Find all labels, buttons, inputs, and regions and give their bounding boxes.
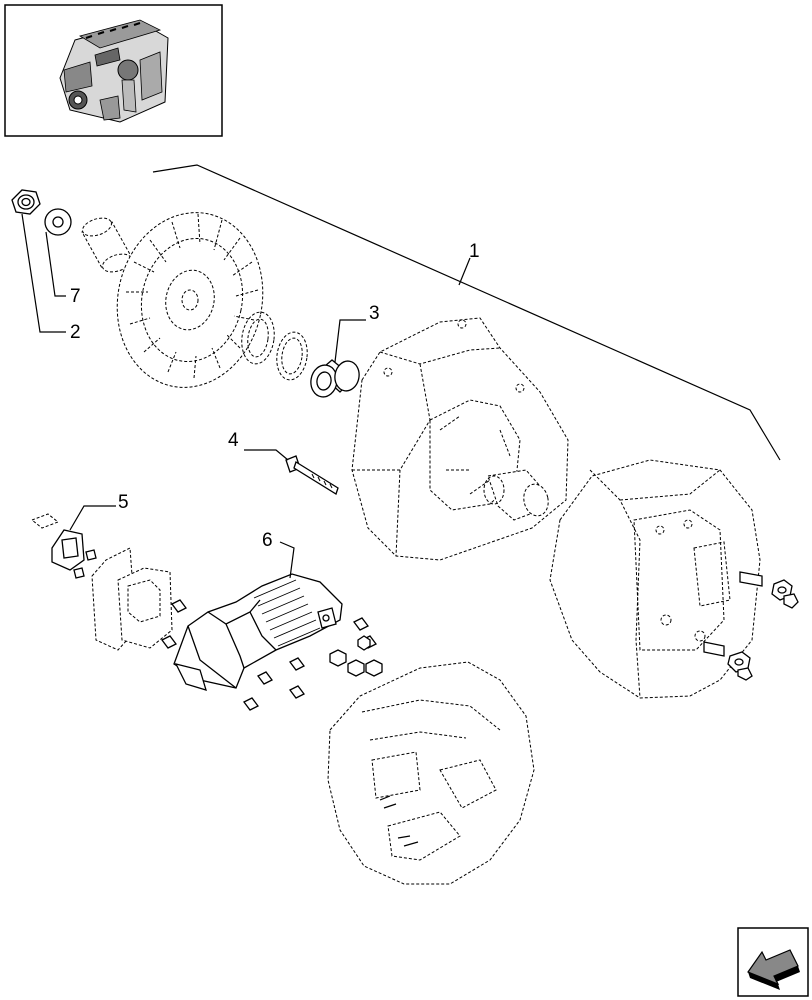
engine-icon (59, 19, 169, 123)
bearing-part[interactable] (308, 359, 361, 399)
ring-part-a[interactable] (239, 310, 278, 366)
shroud-part[interactable] (327, 661, 535, 885)
callout-2: 2 (70, 322, 81, 343)
callout-5: 5 (118, 492, 129, 513)
callout-6: 6 (262, 530, 273, 551)
leader-7 (45, 231, 66, 297)
leader-2 (21, 213, 66, 333)
leader-4 (244, 449, 289, 461)
arrow-back-icon (747, 949, 800, 990)
ring-part-b[interactable] (274, 330, 310, 382)
navigation-button[interactable] (737, 927, 809, 997)
rear-housing-part[interactable] (549, 459, 763, 699)
leader-1-callout (458, 257, 471, 286)
brush-holder-part[interactable] (31, 513, 97, 579)
callout-1: 1 (469, 241, 480, 262)
regulator-nuts[interactable] (329, 635, 383, 677)
callout-7: 7 (70, 286, 81, 307)
leader-6 (279, 541, 295, 579)
cover-plate-part[interactable] (91, 547, 173, 651)
regulator-screws[interactable] (161, 599, 377, 711)
nut-part[interactable] (11, 189, 41, 215)
leader-1 (152, 164, 781, 461)
front-housing-part[interactable] (351, 317, 569, 561)
engine-thumbnail[interactable] (4, 4, 223, 137)
callout-3: 3 (369, 303, 380, 324)
bolt-part[interactable] (285, 455, 339, 495)
callout-4: 4 (228, 430, 239, 451)
regulator-part[interactable] (173, 573, 343, 691)
washer-part[interactable] (44, 208, 72, 236)
terminal-nuts[interactable] (727, 579, 799, 681)
leader-5 (69, 505, 116, 531)
leader-3 (334, 319, 366, 363)
fan-part[interactable] (101, 199, 278, 401)
